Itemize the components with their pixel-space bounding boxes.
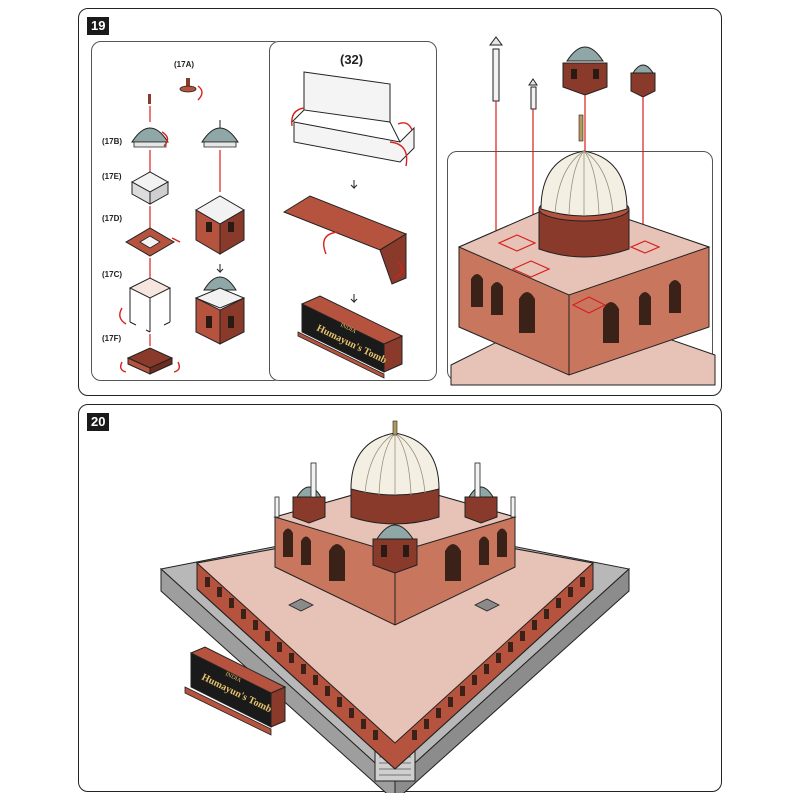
dome-piece-open — [131, 127, 169, 148]
dome-piece-closed — [201, 120, 239, 148]
step-19-panel: 19 (17A) (17B) (17E) (17D) (17C) (17F) — [78, 8, 722, 396]
finished-plaque: INDIA Humayun's Tomb — [184, 646, 287, 736]
base-plate-piece — [119, 347, 181, 375]
label-17d: (17D) — [102, 214, 123, 223]
corner-pavilion-large — [562, 46, 608, 96]
pavilion-assembly-complete — [194, 276, 246, 345]
arch-frame-piece — [119, 277, 172, 333]
plaque-assembly-illustration: INDIA Humayun's Tomb — [282, 71, 415, 379]
label-17c: (17C) — [102, 270, 123, 279]
sub-assembly-panel-17: (17A) (17B) (17E) (17D) (17C) (17F) — [91, 41, 283, 381]
pavilion-assembly-top — [195, 195, 245, 255]
small-minaret-piece — [528, 78, 538, 110]
arcade-arches — [205, 577, 585, 740]
finished-model-illustration: INDIA Humayun's Tomb — [159, 420, 631, 793]
corner-pavilion-front — [372, 524, 418, 574]
dome-finial-piece — [578, 114, 584, 142]
label-17f: (17F) — [102, 334, 122, 343]
roof-slab-piece — [125, 227, 181, 257]
central-drum — [350, 486, 440, 525]
plaque-net-open — [291, 71, 415, 167]
placement-outlines — [497, 234, 661, 314]
main-model-placement-illustration — [450, 36, 716, 386]
corner-pavilion-small — [630, 64, 656, 98]
part-number-32: (32) — [340, 52, 364, 67]
label-17e: (17E) — [102, 172, 122, 181]
sub-assembly-illustration — [119, 78, 246, 375]
label-17a: (17A) — [174, 60, 195, 69]
plaque-assembly-panel-32: (32) — [269, 41, 437, 381]
tall-minaret-piece — [489, 36, 503, 102]
finial-piece — [179, 78, 203, 101]
label-17b: (17B) — [102, 137, 123, 146]
corner-pavilion-right — [464, 486, 498, 524]
drum-box-piece — [130, 171, 170, 205]
minarets — [274, 462, 516, 518]
central-dome — [540, 150, 628, 217]
step-number: 20 — [87, 413, 110, 431]
corner-pavilion-left — [292, 486, 326, 524]
central-dome — [350, 420, 440, 496]
plaque-tent-folded — [282, 195, 408, 285]
step-20-panel: 20 — [78, 404, 722, 793]
step-number: 19 — [87, 17, 110, 35]
